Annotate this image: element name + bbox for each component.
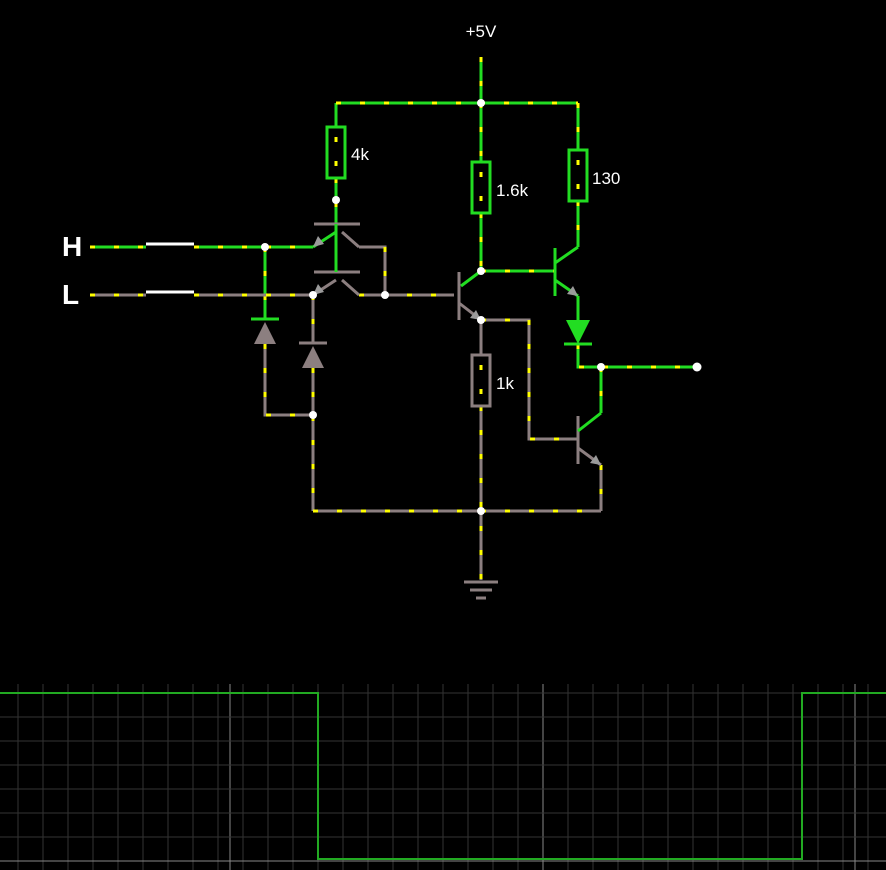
resistor-1-6k[interactable] [470,160,492,215]
resistor-1k[interactable] [470,353,492,408]
resistor-4k-label: 4k [351,145,369,164]
scope-grid [0,684,886,870]
input-transistor[interactable] [312,222,360,297]
pullup-transistor[interactable] [553,245,579,298]
ground-symbol [464,580,498,600]
output-terminal[interactable] [692,362,702,372]
supply-label: +5V [466,22,497,41]
resistor-4k[interactable] [325,125,347,180]
input-high-label: H [62,231,82,262]
wires-low[interactable] [90,245,603,580]
current-dots-high [90,57,697,413]
clamp-diode-low[interactable] [299,341,327,368]
input-low-label: L [62,279,79,310]
resistor-1k-label: 1k [496,374,514,393]
junction-nodes [261,99,605,515]
resistor-1-6k-label: 1.6k [496,181,529,200]
wires-high[interactable] [90,57,697,413]
scope-panel[interactable] [0,684,886,870]
pulldown-transistor[interactable] [576,411,602,467]
output-diode[interactable] [564,320,592,346]
current-dots-low [90,247,603,580]
resistor-130[interactable] [567,148,589,203]
resistor-130-label: 130 [592,169,620,188]
scope-trace [0,692,886,860]
clamp-diode-high[interactable] [251,317,279,344]
